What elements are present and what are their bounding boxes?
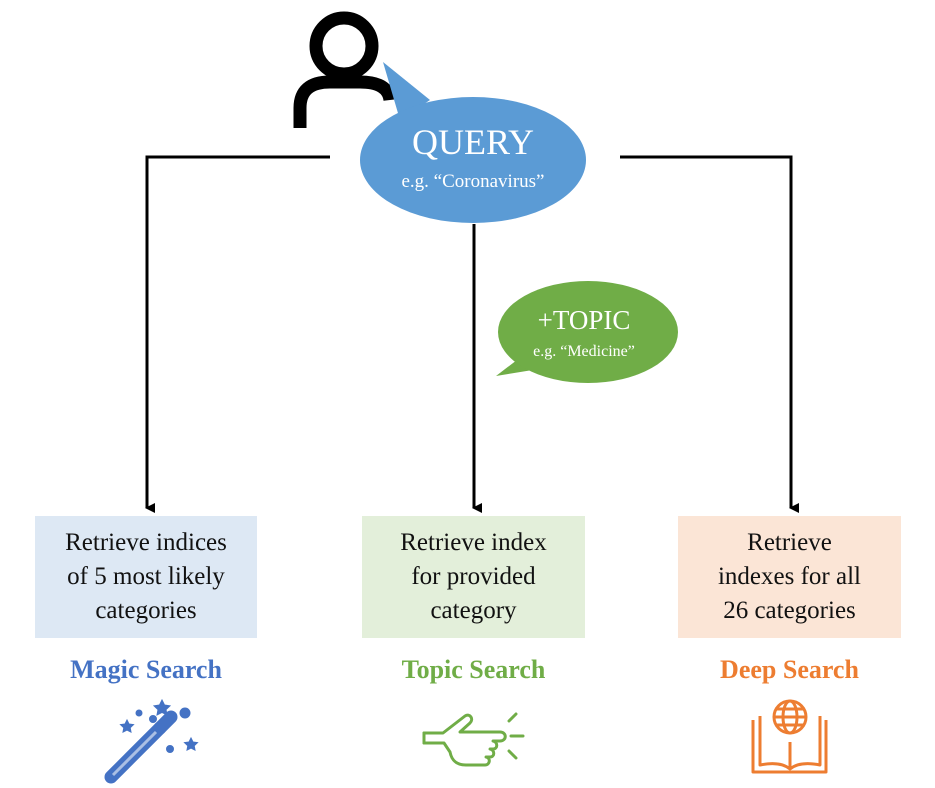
- connector-left: [145, 155, 330, 513]
- pointing-hand-icon: [422, 712, 525, 767]
- topic-example: e.g. “Medicine”: [533, 343, 635, 360]
- query-bubble: QUERY e.g. “Coronavirus”: [360, 62, 586, 223]
- deep-search-box: Retrieve indexes for all 26 categories: [678, 516, 901, 638]
- magic-search-text-line-2: of 5 most likely: [67, 563, 225, 590]
- topic-search-label: Topic Search: [401, 655, 546, 684]
- query-title: QUERY: [412, 122, 534, 162]
- deep-search-text-line-3: 26 categories: [723, 597, 856, 624]
- deep-search-text-line-2: indexes for all: [717, 563, 861, 590]
- magic-search-label: Magic Search: [70, 655, 222, 684]
- topic-search-box: Retrieve index for provided category: [362, 516, 585, 638]
- topic-title: +TOPIC: [538, 305, 631, 335]
- magic-search-text-line-3: categories: [95, 597, 197, 624]
- deep-search-text-line-1: Retrieve: [747, 529, 832, 556]
- topic-search-text-line-3: category: [430, 597, 517, 624]
- connector-right: [620, 155, 799, 513]
- globe-book-icon: [751, 699, 828, 774]
- magic-wand-icon: [104, 698, 199, 784]
- deep-search-label: Deep Search: [720, 655, 859, 684]
- magic-search-box: Retrieve indices of 5 most likely catego…: [35, 516, 257, 638]
- query-example: e.g. “Coronavirus”: [402, 171, 545, 192]
- topic-search-text-line-1: Retrieve index: [400, 529, 547, 556]
- connectors: [145, 155, 799, 513]
- topic-search-text-line-2: for provided: [411, 563, 536, 590]
- user-icon: [293, 11, 397, 128]
- topic-bubble: +TOPIC e.g. “Medicine”: [496, 281, 678, 383]
- magic-search-text-line-1: Retrieve indices: [65, 529, 227, 556]
